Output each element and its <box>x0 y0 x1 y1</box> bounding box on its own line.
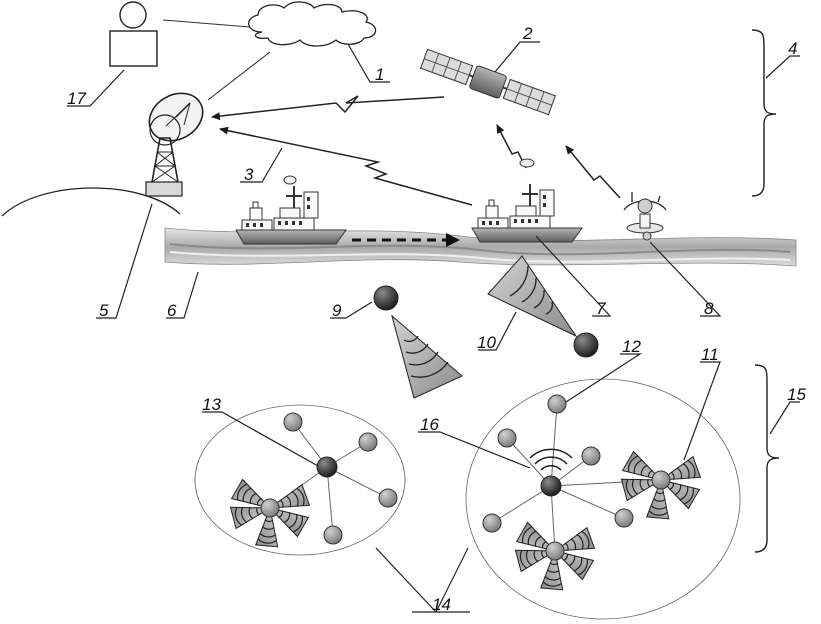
cloud-icon <box>248 1 377 47</box>
ship-current-position <box>471 183 583 243</box>
label-12: 12 <box>622 337 641 356</box>
cluster-head-node <box>316 456 338 478</box>
ship-start-radar-icon <box>283 175 297 185</box>
sensor-node <box>378 488 398 508</box>
label-6: 6 <box>167 301 177 320</box>
star-sensor-bottom <box>515 522 594 589</box>
star-sensor-right <box>621 451 700 518</box>
sensor-node <box>283 412 303 432</box>
sensor-node <box>581 446 601 466</box>
ship-antenna-radio-link <box>219 126 473 206</box>
sink-node <box>540 475 562 497</box>
sink-node-signal-icon <box>529 448 573 471</box>
star-sensor-left <box>230 479 309 546</box>
underwater-node-10 <box>487 255 599 358</box>
cluster-right <box>465 378 741 620</box>
label-4: 4 <box>788 39 797 58</box>
label-5: 5 <box>99 301 109 320</box>
cloud-antenna-link <box>207 51 271 101</box>
label-16: 16 <box>420 415 439 434</box>
buoy-satellite-uplink <box>565 145 621 199</box>
upper-bracket <box>751 29 777 197</box>
ship-current-radar-icon <box>519 158 535 168</box>
label-17: 17 <box>67 89 86 108</box>
earth-horizon-curve <box>1 187 181 217</box>
ship-start-position <box>235 185 347 245</box>
underwater-node-9 <box>373 285 463 399</box>
label-13: 13 <box>202 395 221 414</box>
ground-station-antenna <box>145 92 204 197</box>
label-11: 11 <box>701 345 719 364</box>
label-15: 15 <box>787 385 806 404</box>
leader-lines <box>67 41 800 613</box>
sensor-node <box>358 432 378 452</box>
label-1: 1 <box>375 65 384 84</box>
label-14: 14 <box>432 595 451 614</box>
lower-bracket <box>754 364 780 553</box>
label-8: 8 <box>704 299 714 318</box>
sensor-node <box>323 525 343 545</box>
sensor-node <box>614 508 634 528</box>
sensor-node <box>482 513 502 533</box>
label-7: 7 <box>596 299 606 318</box>
cluster-left <box>194 404 406 556</box>
operator-icon <box>109 1 158 67</box>
satellite-downlink-arrow <box>211 95 445 121</box>
operator-cloud-link <box>162 19 251 28</box>
label-3: 3 <box>244 165 254 184</box>
sensor-node <box>497 428 517 448</box>
label-10: 10 <box>477 333 496 352</box>
sensor-node <box>547 394 567 414</box>
label-2: 2 <box>522 24 533 43</box>
buoy-icon <box>623 192 667 241</box>
label-9: 9 <box>332 301 342 320</box>
callout-labels: 17 1 2 3 4 5 6 7 8 9 10 11 12 13 14 15 1… <box>67 24 806 614</box>
satellite-icon <box>420 48 556 116</box>
